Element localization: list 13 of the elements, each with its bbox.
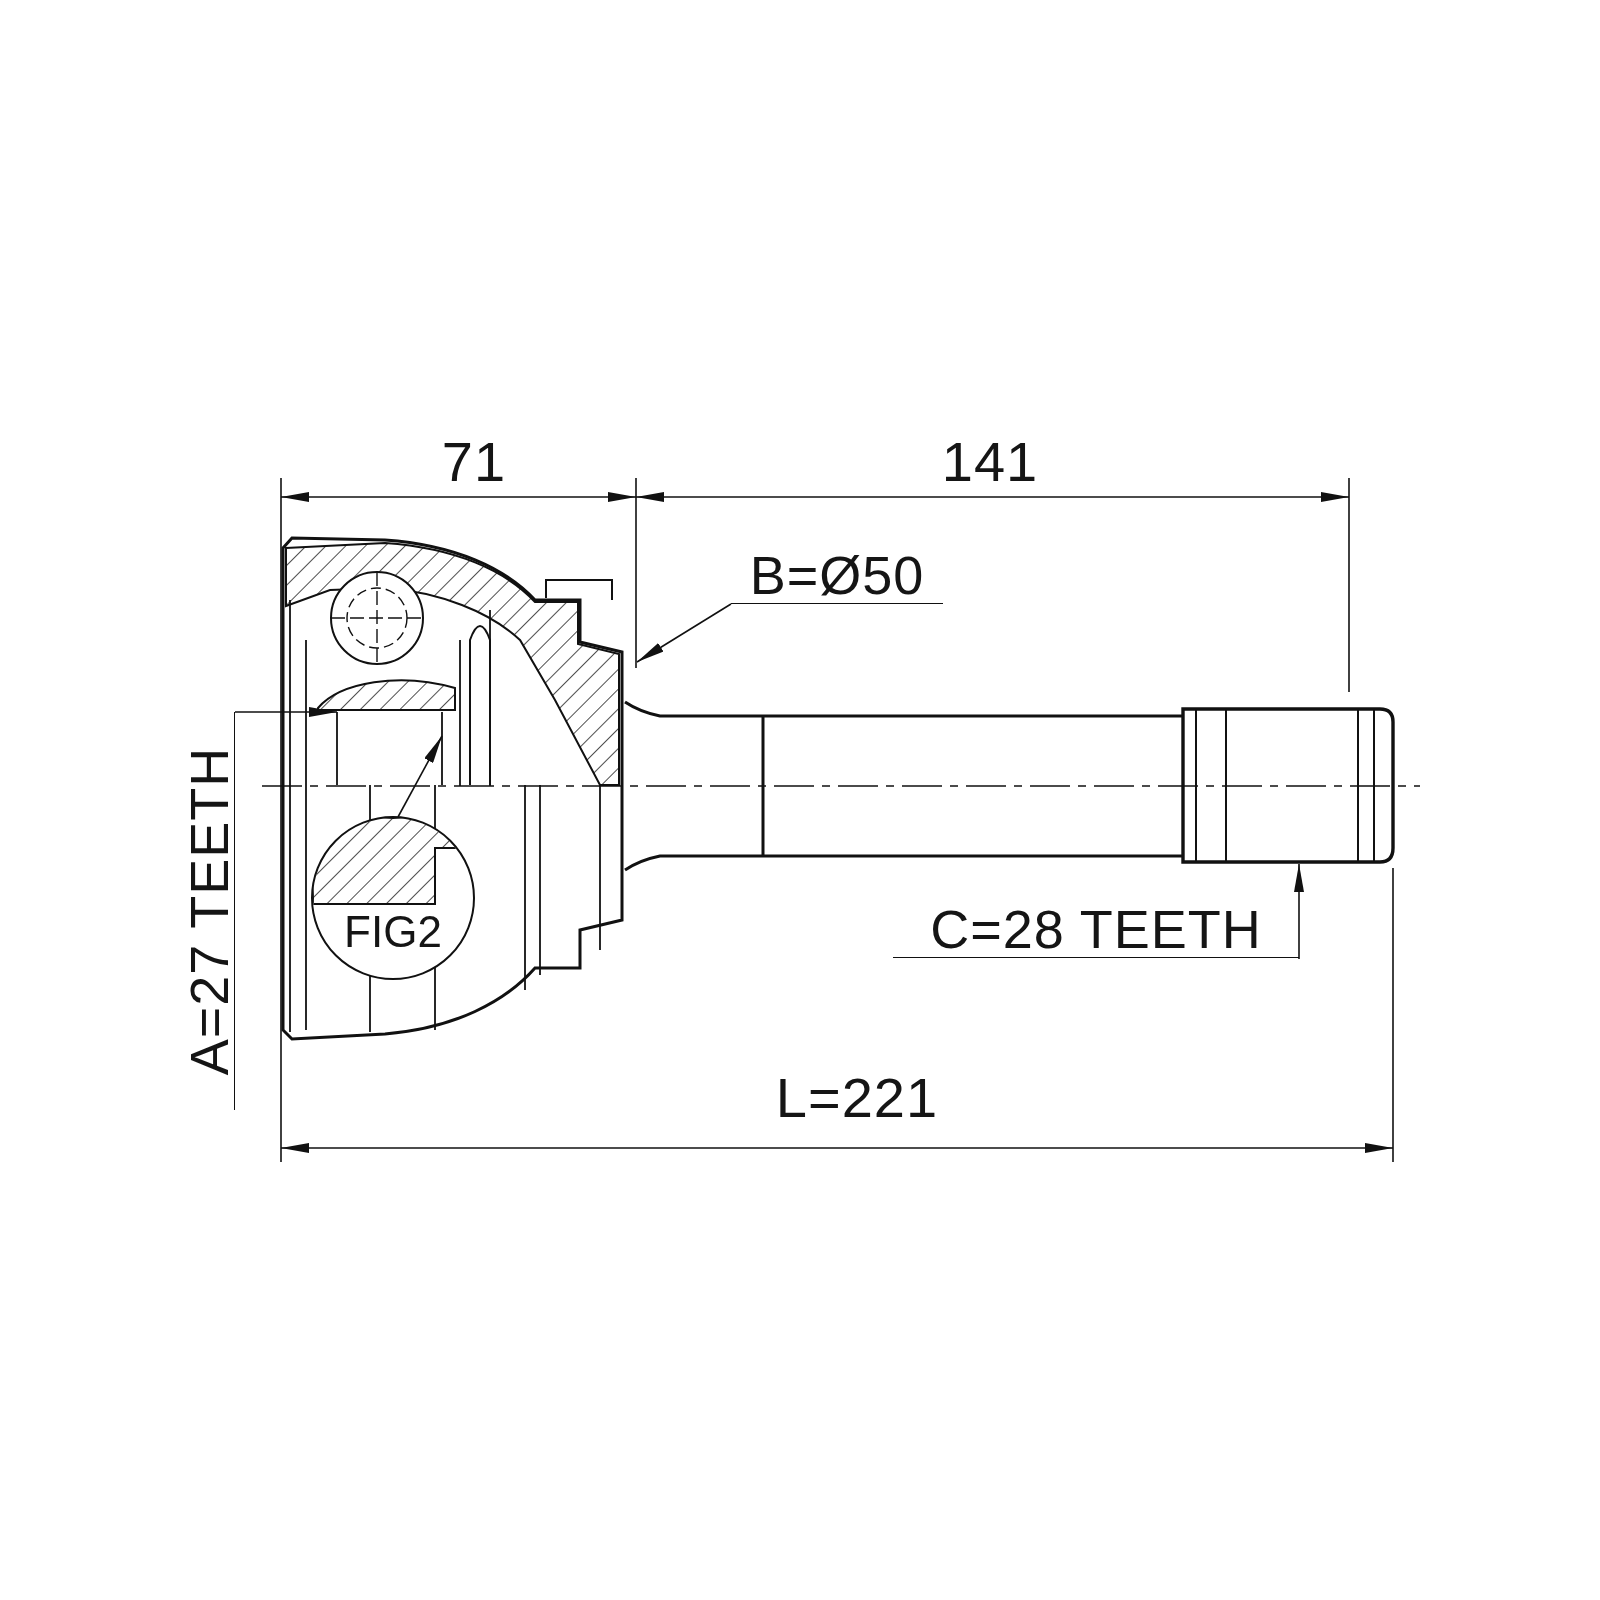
leader-line xyxy=(1294,863,1304,960)
leader-line xyxy=(234,707,338,717)
dimension-callout: A=27 TEETH xyxy=(183,712,235,1110)
leader-line xyxy=(397,735,443,818)
shaft-drawing xyxy=(623,700,1395,872)
inner-race-drawing xyxy=(317,679,456,786)
figure-label: FIG2 xyxy=(343,908,443,956)
dimension-label: 71 xyxy=(440,432,508,492)
dimension-callout: B=Ø50 xyxy=(731,546,943,604)
dimension-label: 141 xyxy=(940,432,1040,492)
leader-line xyxy=(636,603,732,663)
dimension-label: L=221 xyxy=(774,1068,940,1128)
dimension-callout: C=28 TEETH xyxy=(893,900,1299,958)
